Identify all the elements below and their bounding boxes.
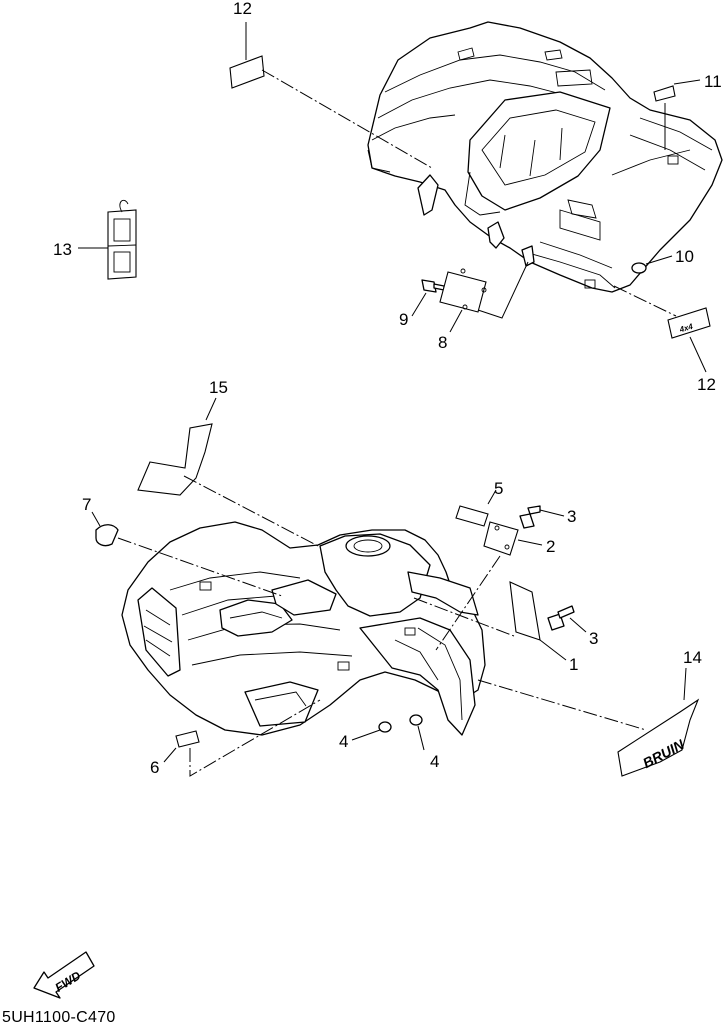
callout-4-left: 4 xyxy=(339,732,348,751)
plate-8 xyxy=(439,271,487,313)
decal-4x4-text: 4x4 xyxy=(678,322,695,335)
callout-13: 13 xyxy=(53,240,72,259)
grommet-4-right xyxy=(409,714,423,726)
screw-9 xyxy=(421,279,445,293)
leader-5 xyxy=(487,489,497,505)
decal-11 xyxy=(653,85,676,102)
leader-15-dash xyxy=(183,475,319,547)
screw-3-lower xyxy=(547,605,575,631)
leader-9 xyxy=(411,292,427,317)
diagram-code: 5UH1100-C470 xyxy=(2,1009,116,1026)
callout-12-upper: 12 xyxy=(233,0,252,18)
leader-3-lower xyxy=(569,617,587,633)
screw-3-upper xyxy=(519,505,541,529)
decal-14: BRUIN xyxy=(617,698,700,777)
leader-1-dash xyxy=(413,597,515,637)
callout-6: 6 xyxy=(150,758,159,777)
decal-6 xyxy=(175,730,200,748)
callout-12-lower: 12 xyxy=(697,375,716,394)
leader-3-upper xyxy=(539,509,565,517)
leader-11 xyxy=(673,79,701,85)
callout-3-upper: 3 xyxy=(567,507,576,526)
rear-fender xyxy=(367,21,723,293)
fwd-arrow-icon: FWD xyxy=(33,951,95,999)
leader-7 xyxy=(91,511,101,527)
callout-7: 7 xyxy=(82,495,91,514)
callout-11: 11 xyxy=(704,72,722,91)
leader-4-right xyxy=(417,725,425,751)
callout-1: 1 xyxy=(569,655,578,674)
leader-4-left xyxy=(351,729,381,741)
leader-7-dash xyxy=(117,537,283,597)
leader-2-dash xyxy=(435,555,501,651)
tag-13 xyxy=(107,199,137,280)
plate-1 xyxy=(509,581,541,641)
leader-6 xyxy=(163,747,177,763)
leader-14 xyxy=(683,667,687,701)
plate-2 xyxy=(483,521,519,556)
leader-15 xyxy=(205,397,217,421)
callout-2: 2 xyxy=(546,537,555,556)
leader-8 xyxy=(449,309,463,333)
lens-7 xyxy=(95,524,119,547)
grommet-10 xyxy=(631,262,647,274)
callout-5: 5 xyxy=(494,479,503,498)
decal-5 xyxy=(455,505,489,527)
leader-2 xyxy=(517,539,543,546)
leader-8-link xyxy=(477,261,529,319)
front-fender xyxy=(121,521,486,736)
leader-12-lower xyxy=(689,336,707,373)
callout-15: 15 xyxy=(209,378,228,397)
callout-14: 14 xyxy=(683,648,702,667)
callout-10: 10 xyxy=(675,247,694,266)
decal-15 xyxy=(137,423,213,496)
leader-10 xyxy=(645,255,673,265)
leader-6-dash xyxy=(189,699,321,777)
leader-14-dash xyxy=(477,679,647,731)
decal-12-upper xyxy=(229,55,265,89)
leader-12-lower-dash xyxy=(613,285,677,317)
callout-3-lower: 3 xyxy=(589,629,598,648)
leader-12-upper-dash xyxy=(261,69,433,169)
callout-9: 9 xyxy=(399,310,408,329)
callout-8: 8 xyxy=(438,333,447,352)
decal-12-lower: 4x4 xyxy=(667,307,711,339)
grommet-4-left xyxy=(378,721,392,733)
callout-4-right: 4 xyxy=(430,752,439,771)
leader-1 xyxy=(539,639,567,661)
